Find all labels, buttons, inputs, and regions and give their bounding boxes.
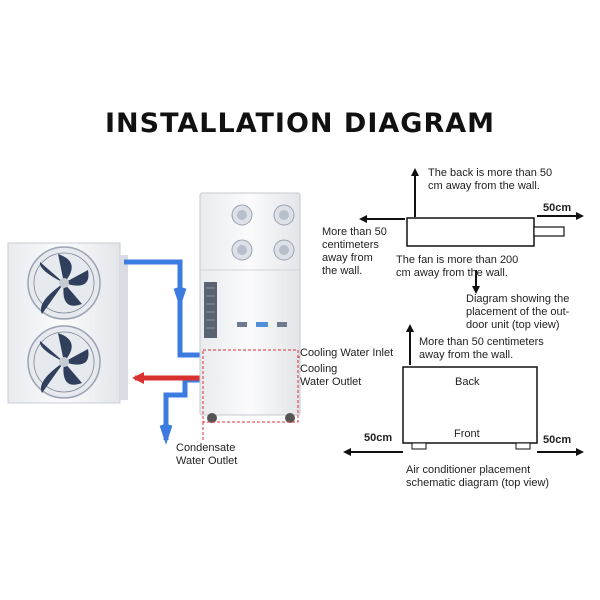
caption-outdoor-line1: Diagram showing the bbox=[466, 293, 570, 305]
indoor-ac-unit bbox=[199, 192, 301, 423]
label-cooling-water-outlet-line2: Water Outlet bbox=[300, 376, 362, 388]
label-condensate-line1: Condensate bbox=[176, 442, 236, 454]
page-title: INSTALLATION DIAGRAM bbox=[105, 108, 495, 139]
caption-ac-line1: Air conditioner placement bbox=[406, 464, 531, 476]
note-back-line1: The back is more than 50 bbox=[428, 167, 553, 179]
note-left-line4: the wall. bbox=[322, 265, 363, 277]
ac-placement-top-view bbox=[343, 324, 584, 456]
dist-right: 50cm bbox=[543, 434, 572, 446]
note-top-line1: More than 50 centimeters bbox=[419, 336, 544, 348]
caption-outdoor-line2: placement of the out- bbox=[466, 306, 570, 318]
note-left-line1: More than 50 bbox=[322, 226, 387, 238]
caption-outdoor-line3: door unit (top view) bbox=[466, 319, 560, 331]
label-condensate-line2: Water Outlet bbox=[176, 455, 238, 467]
outdoor-condenser-unit bbox=[7, 242, 128, 404]
label-front: Front bbox=[454, 428, 480, 440]
callout-dashed-lines bbox=[202, 349, 300, 442]
blue-water-pipe bbox=[124, 259, 205, 445]
label-cooling-water-inlet: Cooling Water Inlet bbox=[300, 347, 394, 359]
caption-ac-line2: schematic diagram (top view) bbox=[406, 477, 550, 489]
note-back-line2: cm away from the wall. bbox=[428, 180, 540, 192]
label-cooling-water-outlet-line1: Cooling bbox=[300, 363, 338, 375]
outdoor-unit-top-view bbox=[359, 168, 584, 294]
note-fan-line1: The fan is more than 200 bbox=[396, 254, 519, 266]
dist-right-top: 50cm bbox=[543, 202, 572, 214]
note-fan-line2: cm away from the wall. bbox=[396, 267, 508, 279]
label-back: Back bbox=[455, 376, 480, 388]
note-left-line3: away from bbox=[322, 252, 373, 264]
note-left-line2: centimeters bbox=[322, 239, 379, 251]
fan-icon bbox=[27, 325, 101, 399]
fan-icon bbox=[27, 246, 101, 320]
dist-left: 50cm bbox=[364, 432, 393, 444]
note-top-line2: away from the wall. bbox=[419, 349, 514, 361]
